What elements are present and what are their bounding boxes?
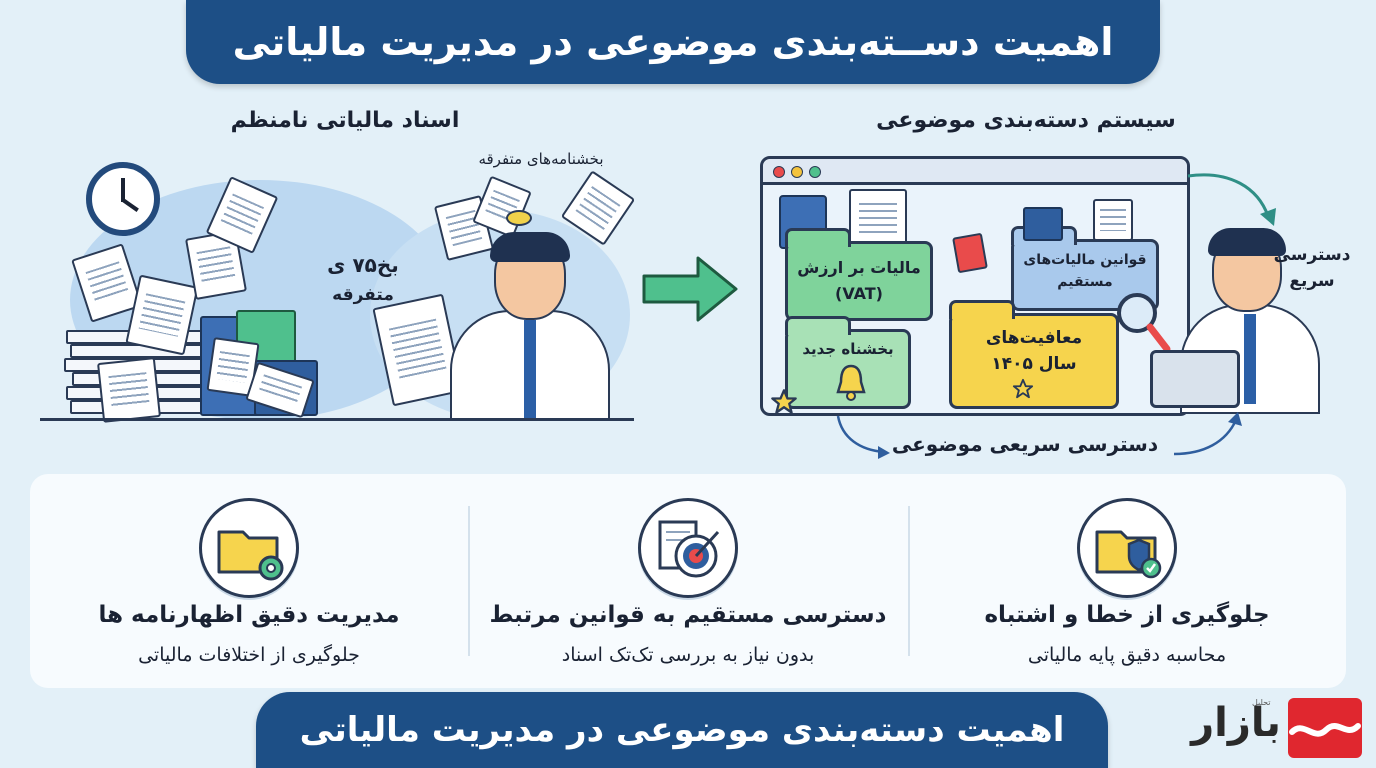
benefit-title: دسترسی مستقیم به قوانین مرتبط — [489, 602, 887, 628]
divider — [468, 506, 470, 656]
clock-icon — [86, 162, 160, 236]
benefit-accurate-returns: مدیریت دقیق اظهارنامه ها جلوگیری از اختل… — [30, 474, 468, 688]
folder-shield-icon — [1077, 498, 1177, 598]
count-label-text: بخ۷۵ ی — [327, 253, 399, 277]
divider — [908, 506, 910, 656]
close-dot — [773, 166, 785, 178]
footer-title-banner: اهمیت دسته‌بندی موضوعی در مدیریت مالیاتی — [256, 692, 1108, 768]
page-title-banner: اهمیت دســته‌بندی موضوعی در مدیریت مالیا… — [186, 0, 1160, 84]
topic-categorization-title: سیستم دسته‌بندی موضوعی — [876, 108, 1176, 133]
bell-icon — [836, 364, 866, 401]
scattered-count-label: بخ۷۵ ی متفرقه — [308, 250, 418, 310]
maximize-dot — [809, 166, 821, 178]
folder-new-circular[interactable]: بخشناه جدید — [785, 316, 911, 409]
quick-access-label: دسترسی سریع — [1273, 245, 1351, 291]
benefits-panel: مدیریت دقیق اظهارنامه ها جلوگیری از اختل… — [30, 474, 1346, 688]
laptop-icon — [1150, 350, 1240, 408]
benefit-title: جلوگیری از خطا و اشتباه — [984, 602, 1270, 628]
categorization-app-window: مالیات بر ارزش (VAT) بخشناه جدید قوانین … — [760, 156, 1190, 416]
paper-clip-icon — [506, 210, 532, 226]
target-document-icon — [638, 498, 738, 598]
minimize-dot — [791, 166, 803, 178]
count-sub-label: متفرقه — [332, 285, 394, 305]
star-icon — [1012, 378, 1034, 399]
transition-arrow-icon — [642, 256, 738, 322]
curved-arrow-left-icon — [836, 415, 890, 459]
benefit-direct-access: دسترسی مستقیم به قوانین مرتبط بدون نیاز … — [469, 474, 907, 688]
folder-vat[interactable]: مالیات بر ارزش (VAT) — [785, 228, 933, 321]
logo-mark-icon — [1288, 698, 1362, 758]
curved-arrow-icon — [1187, 173, 1276, 226]
logo-text: بازار — [1191, 700, 1281, 746]
folder-gear-icon — [199, 498, 299, 598]
curved-arrow-right-icon — [1173, 412, 1242, 456]
scattered-circulars-label: بخشنامه‌های متفرقه — [478, 150, 604, 168]
benefit-prevent-errors: جلوگیری از خطا و اشتباه محاسبه دقیق پایه… — [908, 474, 1346, 688]
book-icon — [952, 232, 988, 274]
bazaar-logo[interactable]: بازار تحلیل — [1186, 698, 1362, 758]
benefit-subtitle: محاسبه دقیق پایه مالیاتی — [1027, 644, 1227, 666]
magnifier-icon — [1117, 293, 1171, 353]
window-title-bar — [763, 159, 1187, 185]
book-stack-icon — [1023, 207, 1063, 241]
star-icon-outside — [771, 389, 797, 414]
unorganized-documents-illustration: بخ۷۵ ی متفرقه بخشنامه‌های متفرقه — [40, 140, 640, 430]
quick-topic-access-label: دسترسی سریعی موضوعی — [891, 432, 1159, 456]
benefit-subtitle: جلوگیری از اختلافات مالیاتی — [138, 644, 360, 666]
benefit-subtitle: بدون نیاز به بررسی تک‌تک اسناد — [561, 644, 815, 666]
unorganized-documents-title: اسناد مالیاتی نامنظم — [230, 108, 460, 133]
folder-exemptions-1405[interactable]: معافیت‌های سال ۱۴۰۵ — [949, 300, 1119, 409]
benefit-title: مدیریت دقیق اظهارنامه ها — [98, 602, 400, 628]
happy-person-with-laptop — [1150, 224, 1320, 414]
logo-tagline: تحلیل — [1252, 698, 1271, 707]
